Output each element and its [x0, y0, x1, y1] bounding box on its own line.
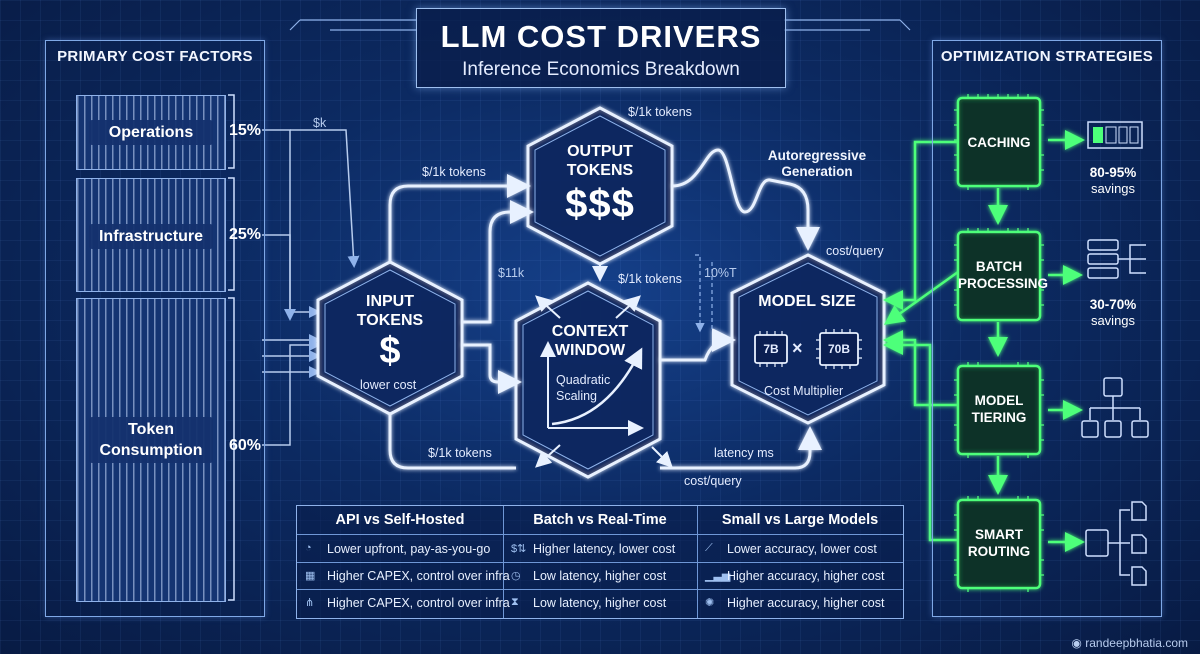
autoregressive-label: Autoregressive Generation: [767, 148, 867, 179]
table-divider: [297, 589, 903, 590]
network-icon: ⋔: [305, 597, 315, 609]
hourglass-icon: ⧗: [511, 596, 519, 608]
table-divider: [297, 562, 903, 563]
flow-label-bottom-rate: $/1k tokens: [428, 446, 492, 460]
chip-7b-icon: 7B: [763, 342, 779, 356]
footer-credit-text: randeepbhatia.com: [1085, 636, 1188, 650]
flow-label-k: $k: [313, 116, 327, 130]
input-dollar-icon: $: [379, 330, 401, 372]
factor-operations: Operations: [76, 95, 226, 170]
batch-savings-pct: 30-70%: [1089, 297, 1137, 312]
table-header: Batch vs Real-Time: [533, 512, 667, 528]
factor-label: Infrastructure: [89, 224, 213, 249]
batch-savings-word: savings: [1090, 313, 1136, 328]
strategy-model-tiering: MODEL TIERING: [971, 393, 1027, 425]
right-panel-title: OPTIMIZATION STRATEGIES: [940, 48, 1154, 65]
table-header: API vs Self-Hosted: [335, 512, 465, 528]
factor-token-consumption: Token Consumption: [76, 298, 226, 602]
caching-savings: 80-95% savings: [1078, 165, 1148, 197]
flow-label-output-rate: $/1k tokens: [628, 105, 692, 119]
brain-icon: ✺: [705, 597, 715, 609]
input-cost-note: lower cost: [360, 378, 417, 392]
tradeoff-table: API vs Self-Hosted Batch vs Real-Time Sm…: [296, 505, 904, 619]
strategy-caching: CACHING: [967, 135, 1031, 150]
left-panel-title: PRIMARY COST FACTORS: [57, 48, 253, 65]
table-cell: Lower accuracy, lower cost: [727, 542, 877, 556]
table-cell: Higher latency, lower cost: [533, 542, 676, 556]
flow-label-cost-query-top: cost/query: [826, 244, 884, 258]
table-cell: Higher accuracy, higher cost: [727, 569, 885, 583]
footer-credit[interactable]: ◉ randeepbhatia.com: [1071, 636, 1188, 650]
caching-savings-word: savings: [1090, 181, 1136, 196]
output-tokens-title: OUTPUT TOKENS: [566, 143, 634, 179]
caching-savings-pct: 80-95%: [1089, 165, 1137, 180]
flow-label-cost-query-bottom: cost/query: [684, 474, 742, 488]
table-divider: [297, 534, 903, 535]
flow-label-latency: latency ms: [714, 446, 774, 460]
flow-label-context-rate: $/1k tokens: [618, 272, 682, 286]
times-symbol: ×: [792, 338, 803, 358]
clock-icon: ◷: [511, 570, 521, 582]
output-dollar-icon: $$$: [565, 182, 635, 226]
flow-label-mid-c: 10%T: [704, 266, 737, 280]
factor-label: Operations: [89, 120, 213, 145]
flow-label-mid-a: $11k: [498, 266, 525, 280]
percent-token-consumption: 60%: [229, 437, 262, 454]
server-grid-icon: ▦: [305, 570, 316, 582]
primary-cost-factors-panel: [45, 40, 265, 617]
strategy-smart-routing: SMART ROUTING: [967, 527, 1031, 559]
percent-infrastructure: 25%: [229, 226, 262, 243]
flow-label-input-output: $/1k tokens: [422, 165, 486, 179]
factor-infrastructure: Infrastructure: [76, 178, 226, 292]
input-tokens-title: INPUT TOKENS: [356, 293, 424, 329]
optimization-strategies-panel: [932, 40, 1162, 617]
page-title: LLM COST DRIVERS: [440, 19, 762, 54]
table-cell: Higher CAPEX, control over infra: [327, 569, 510, 583]
strategy-batch-processing: BATCH PROCESSING: [958, 259, 1049, 291]
coins-icon: ◔: [305, 542, 312, 554]
chip-70b-icon: 70B: [827, 342, 850, 356]
table-header: Small vs Large Models: [721, 512, 879, 528]
batch-savings: 30-70% savings: [1078, 297, 1148, 329]
table-cell: Low latency, higher cost: [533, 569, 667, 583]
quadratic-scaling-label: Quadratic Scaling: [556, 373, 611, 403]
title-box: LLM COST DRIVERS Inference Economics Bre…: [416, 8, 786, 88]
table-cell: Higher accuracy, higher cost: [727, 596, 885, 610]
model-size-title: MODEL SIZE: [758, 293, 856, 310]
bar-chart-icon: ▁▃▅: [705, 570, 731, 582]
percent-operations: 15%: [229, 122, 262, 139]
cost-multiplier-label: Cost Multiplier: [764, 384, 844, 398]
line-chart-icon: ⟋: [705, 542, 713, 554]
table-cell: Lower upfront, pay-as-you-go: [327, 542, 491, 556]
dollar-trend-icon: $⇅: [511, 543, 527, 555]
table-cell: Higher CAPEX, control over infra: [327, 596, 510, 610]
globe-icon: ◉: [1071, 636, 1082, 650]
context-window-title: CONTEXT WINDOW: [551, 323, 629, 359]
table-cell: Low latency, higher cost: [533, 596, 667, 610]
page-subtitle: Inference Economics Breakdown: [462, 59, 740, 80]
factor-label: Token Consumption: [89, 417, 213, 463]
